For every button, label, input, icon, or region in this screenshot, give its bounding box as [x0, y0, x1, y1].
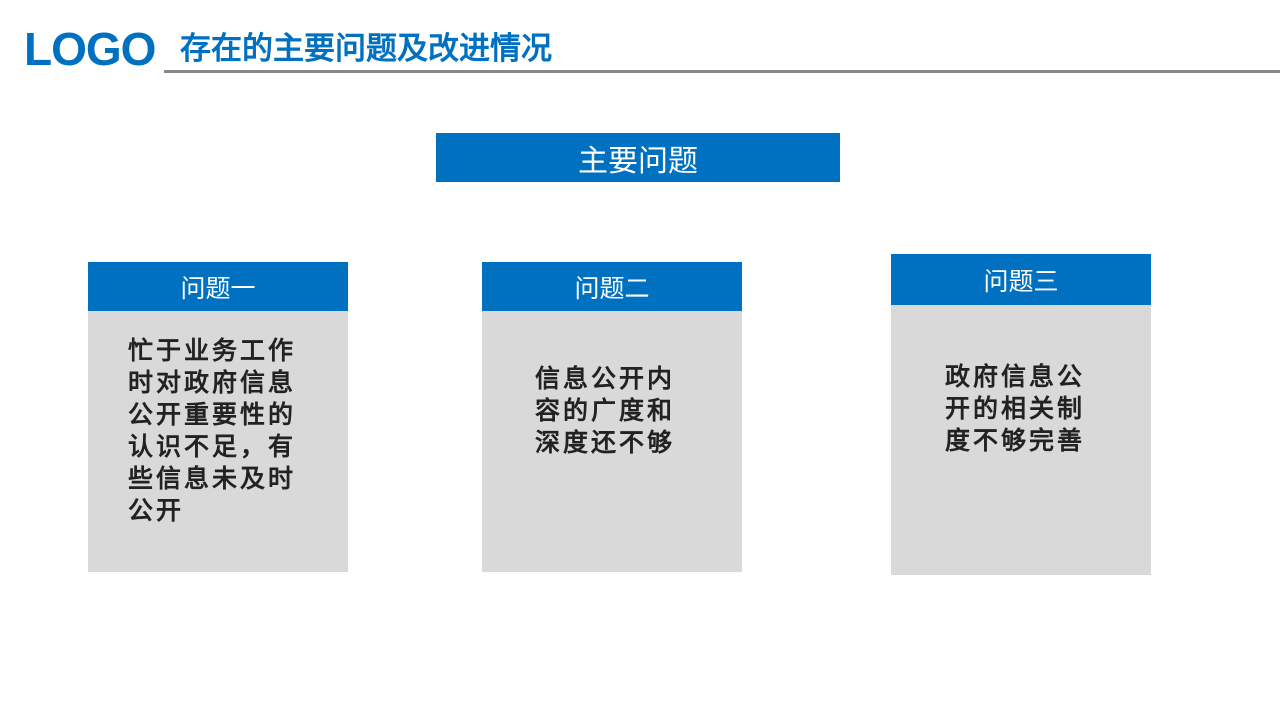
issue-card-2: 问题二 信息公开内容的广度和深度还不够 — [482, 262, 742, 572]
page-title: 存在的主要问题及改进情况 — [180, 31, 552, 67]
issue-card-body: 政府信息公开的相关制度不够完善 — [891, 305, 1151, 575]
main-issues-heading: 主要问题 — [436, 133, 840, 182]
issue-card-title: 问题二 — [482, 262, 742, 311]
issue-card-1: 问题一 忙于业务工作时对政府信息公开重要性的认识不足，有些信息未及时公开 — [88, 262, 348, 572]
issue-card-title: 问题一 — [88, 262, 348, 311]
header-divider — [164, 70, 1280, 73]
issue-card-body: 信息公开内容的广度和深度还不够 — [482, 311, 742, 572]
logo: LOGO — [24, 23, 156, 75]
issue-card-body: 忙于业务工作时对政府信息公开重要性的认识不足，有些信息未及时公开 — [88, 311, 348, 572]
issue-card-title: 问题三 — [891, 254, 1151, 305]
issue-card-3: 问题三 政府信息公开的相关制度不够完善 — [891, 254, 1151, 575]
